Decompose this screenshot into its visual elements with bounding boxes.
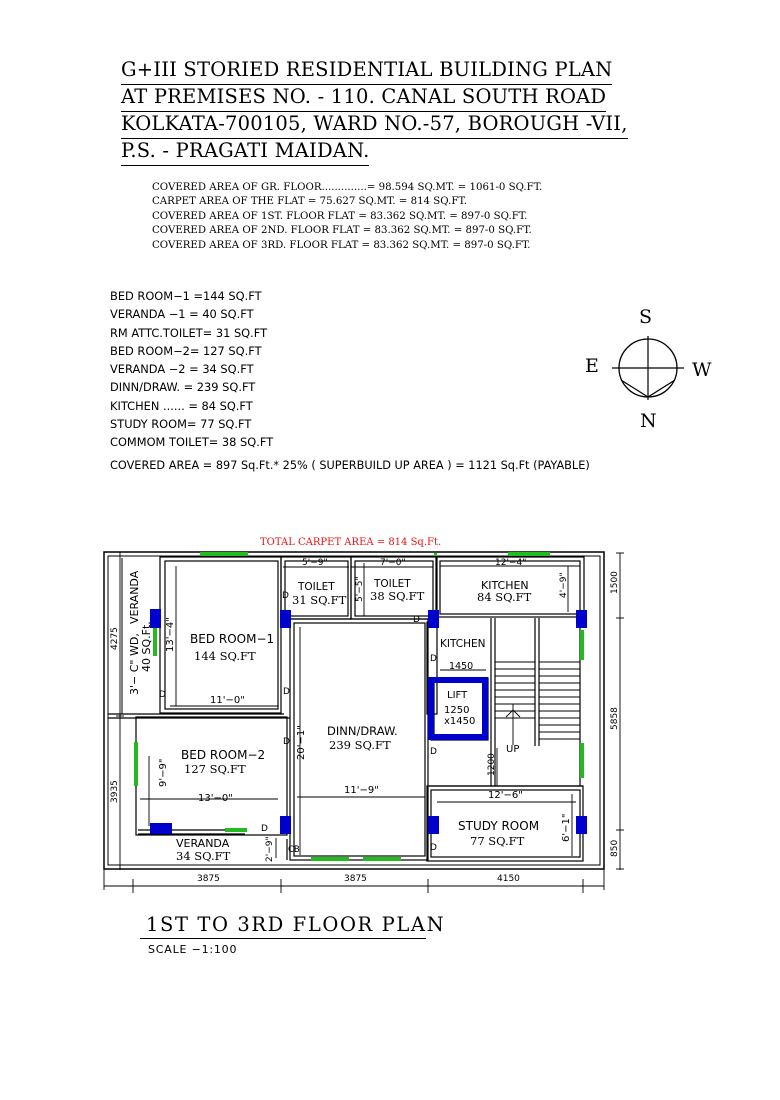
outer-walls [103,551,605,870]
bed1-area: 144 SQ.FT [194,649,256,663]
stair-up-label: UP [506,744,519,755]
bed1-name: BED ROOM−1 [190,632,274,646]
title-line-1: G+III STORIED RESIDENTIAL BUILDING PLAN [121,58,613,85]
windows [134,552,584,861]
kitchen-width-dim: 12'−4" [495,558,526,568]
door-marker: D [261,824,268,834]
area-line-3rd-floor: COVERED AREA OF 3RD. FLOOR FLAT = 83.362… [152,239,531,251]
toilet2-area: 38 SQ.FT [370,589,425,603]
plan-scale: SCALE −1:100 [148,943,238,956]
room-area-list: BED ROOM−1 =144 SQ.FT VERANDA −1 = 40 SQ… [110,287,273,452]
door-marker: D [283,737,290,747]
area-line-gr-floor: COVERED AREA OF GR. FLOOR..............=… [152,182,543,193]
dinn-height-dim: 20'−1" [296,725,307,760]
toilet2-name: TOILET [373,578,411,590]
door-markers: D D D D D D D D D [159,591,437,853]
room-area-item: VERANDA −1 = 40 SQ.FT [110,307,254,322]
title-line-4: P.S. - PRAGATI MAIDAN. [121,139,370,166]
title-line-3: KOLKATA-700105, WARD NO.-57, BOROUGH -VI… [121,112,628,139]
study-width-dim: 12'−6" [488,790,523,801]
toilet2-width-dim: 7'−0" [380,558,406,568]
staircase [495,661,580,745]
door-marker: D [413,615,420,625]
dinn-area: 239 SQ.FT [329,738,391,752]
door-marker: D [283,687,290,697]
room-area-item: STUDY ROOM= 77 SQ.FT [110,417,252,432]
area-line-carpet: CARPET AREA OF THE FLAT = 75.627 SQ.MT. … [152,196,467,208]
title-block: G+III STORIED RESIDENTIAL BUILDING PLAN … [121,58,628,166]
bed1-height-dim: 13'−4" [165,617,176,652]
bed2-name: BED ROOM−2 [181,748,265,762]
dinn-name: DINN/DRAW. [327,724,398,738]
veranda1-dim-label: 3'− C" WD, [128,633,141,695]
room-area-item: COMMOM TOILET= 38 SQ.FT [110,435,274,450]
bottom-dim-3: 4150 [497,874,520,884]
dinn-width-dim: 11'−9" [344,785,379,796]
lift-size-2: x1450 [444,716,475,727]
door-marker: D [430,654,437,664]
toilet1-width-dim: 5'−9" [302,558,328,568]
kitchen-name: KITCHEN [481,579,529,592]
left-dim-lower: 3935 [110,780,120,803]
title-line-2: AT PREMISES NO. - 110. CANAL SOUTH ROAD [121,85,607,112]
bed1-width-dim: 11'−0" [210,695,245,706]
kitchen-height-dim: 4'−9" [559,572,569,598]
right-dim-top: 1500 [610,571,620,594]
area-statement: COVERED AREA OF GR. FLOOR..............=… [152,181,542,253]
stair-landing-dim: 1200 [487,753,497,776]
covered-area-note: COVERED AREA = 897 Sq.Ft.* 25% ( SUPERBU… [110,459,590,472]
study-area: 77 SQ.FT [470,834,525,848]
plan-title-underline [140,938,426,940]
veranda1-area: 40 SQ.Ft. [140,621,153,672]
room-area-item: KITCHEN ...... = 84 SQ.FT [110,398,253,413]
compass-east-label: E [585,355,599,377]
total-carpet-note: TOTAL CARPET AREA = 814 Sq.Ft. [260,537,441,548]
bed2-area: 127 SQ.FT [184,762,246,776]
door-marker: D [159,690,166,700]
toilet1-area: 31 SQ.FT [292,593,347,607]
door-marker: D [430,747,437,757]
bed2-width-dim: 13'−0" [198,793,233,804]
study-height-dim: 6'−1" [561,814,572,842]
veranda2-height-dim: 2'−9" [265,836,275,862]
door-marker: D [430,843,437,853]
veranda2-name: VERANDA [176,837,230,850]
door-marker: D [282,591,289,601]
bottom-dim-1: 3875 [197,874,220,884]
cupboard-label: CB [288,845,300,855]
lift-name: LIFT [447,690,468,701]
veranda1-name: VERANDA [128,570,141,624]
internal-dim-lines [140,563,580,858]
lift-size-1: 1250 [444,705,469,716]
veranda2-area: 34 SQ.FT [176,849,231,863]
room-area-item: RM ATTC.TOILET= 31 SQ.FT [110,325,268,340]
room-area-item: BED ROOM−1 =144 SQ.FT [110,289,262,303]
external-dim-lines [103,551,624,893]
compass-south-label: S [639,306,653,328]
right-dim-bottom: 850 [610,840,620,857]
area-line-2nd-floor: COVERED AREA OF 2ND. FLOOR FLAT = 83.362… [152,225,532,237]
toilet2-height-dim: 5'−5" [355,576,365,602]
bottom-dim-2: 3875 [344,874,367,884]
lift-width-dim: 1450 [449,661,473,672]
room-area-item: VERANDA −2 = 34 SQ.FT [110,362,254,377]
compass-north-label: N [640,410,657,432]
area-line-1st-floor: COVERED AREA OF 1ST. FLOOR FLAT = 83.362… [152,210,528,222]
columns [150,609,587,834]
kitchen-area: 84 SQ.FT [477,590,532,604]
toilet1-name: TOILET [297,581,335,593]
room-area-item: DINN/DRAW. = 239 SQ.FT [110,380,256,395]
study-name: STUDY ROOM [458,819,539,833]
compass-west-label: W [692,359,712,381]
bed2-height-dim: 9'−9" [158,759,169,787]
right-dim-mid: 5858 [610,707,620,730]
left-dim-upper: 4275 [110,627,120,650]
room-area-item: BED ROOM−2= 127 SQ.FT [110,343,262,358]
kitchen-passage-label: KITCHEN [440,638,486,650]
plan-title: 1ST TO 3RD FLOOR PLAN [146,913,446,936]
